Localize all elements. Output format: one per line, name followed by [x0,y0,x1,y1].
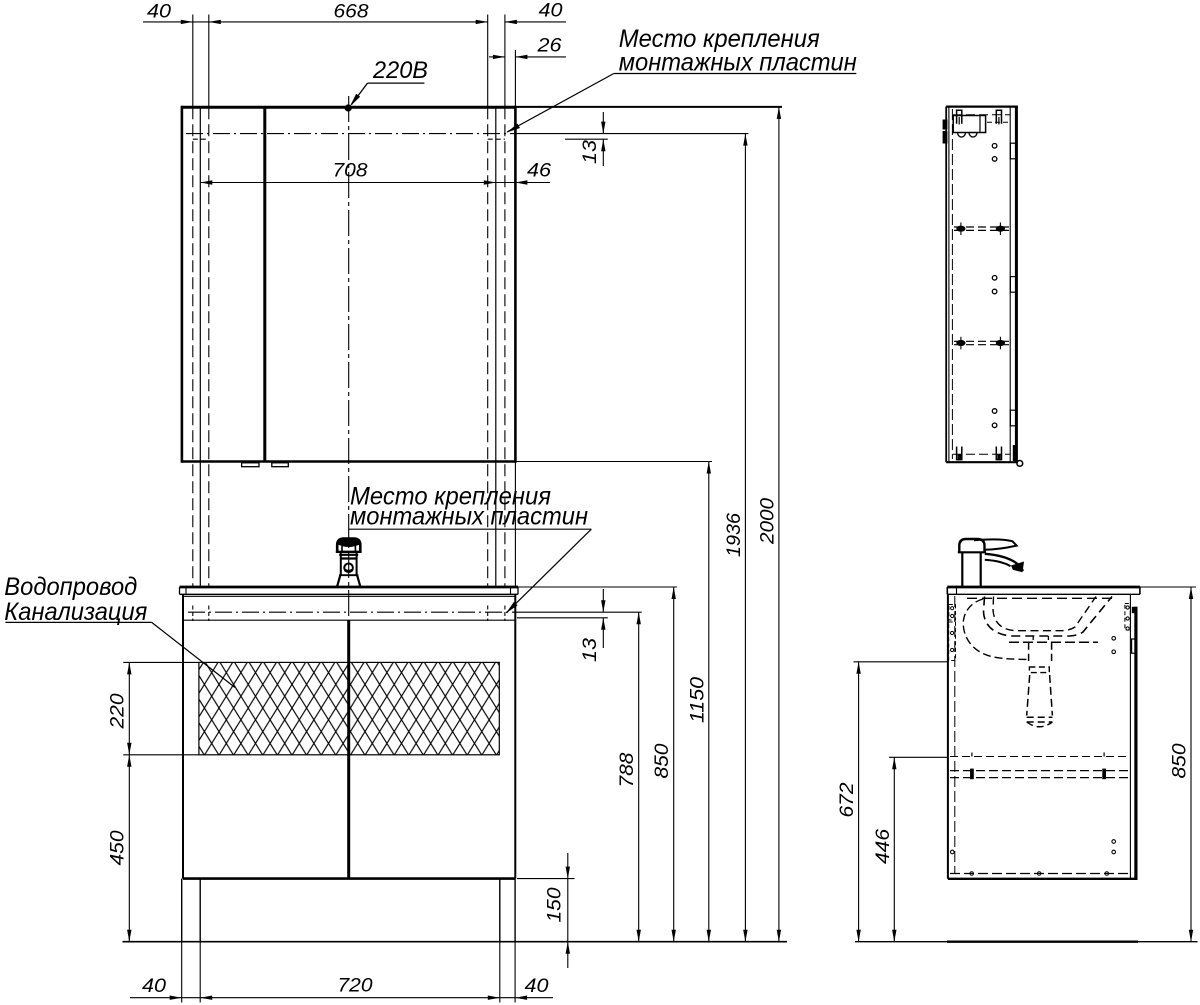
svg-text:2000: 2000 [756,498,778,545]
svg-text:40: 40 [539,0,563,22]
svg-text:1150: 1150 [686,677,708,723]
svg-text:Водопровод: Водопровод [4,573,137,601]
svg-text:40: 40 [525,975,549,997]
svg-text:40: 40 [142,975,166,997]
svg-text:788: 788 [616,752,638,787]
svg-text:Место крепления: Место крепления [350,483,551,511]
svg-text:850: 850 [651,743,673,778]
svg-text:монтажных пластин: монтажных пластин [350,503,588,531]
svg-text:450: 450 [107,830,129,865]
svg-text:220: 220 [107,693,129,729]
svg-text:13: 13 [579,638,601,662]
svg-text:монтажных пластин: монтажных пластин [619,49,857,77]
svg-text:1936: 1936 [723,513,745,557]
svg-text:26: 26 [536,35,561,57]
svg-text:13: 13 [579,140,601,164]
svg-text:708: 708 [333,160,368,182]
svg-text:720: 720 [338,975,373,997]
svg-text:46: 46 [527,160,551,182]
svg-text:Канализация: Канализация [4,598,147,626]
svg-text:150: 150 [544,887,566,922]
svg-text:Место крепления: Место крепления [619,25,820,53]
svg-text:446: 446 [872,829,894,864]
svg-text:40: 40 [147,0,171,22]
svg-text:672: 672 [836,782,858,817]
svg-text:220В: 220В [372,57,428,84]
svg-text:668: 668 [334,0,369,22]
svg-text:850: 850 [1169,743,1191,778]
